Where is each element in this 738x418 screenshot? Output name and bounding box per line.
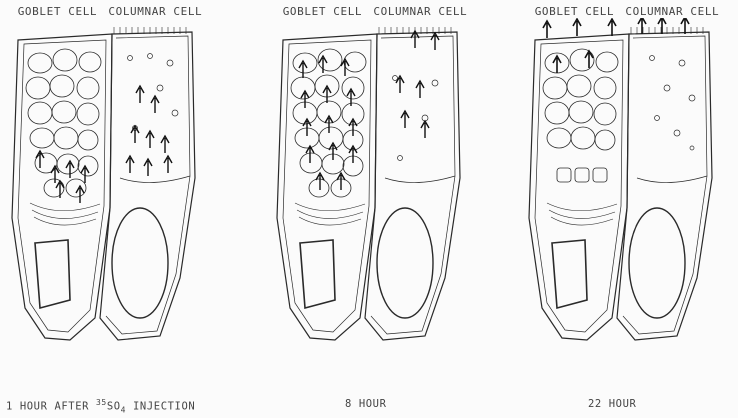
- cell-illustration-1: [0, 18, 220, 348]
- mucous-granules: [26, 49, 101, 197]
- panel-8-hour: GOBLET CELL COLUMNAR CELL: [265, 0, 485, 418]
- columnar-nucleus: [112, 208, 168, 318]
- goblet-nucleus: [300, 240, 335, 308]
- panel-3-titles: GOBLET CELL COLUMNAR CELL: [517, 5, 737, 18]
- columnar-nucleus: [377, 208, 433, 318]
- mucous-granules: [543, 49, 618, 182]
- caption-22-hour: 22 HOUR: [588, 398, 738, 410]
- goblet-cell-label: GOBLET CELL: [535, 5, 614, 18]
- panel-1-hour: GOBLET CELL COLUMNAR CELL: [0, 0, 220, 418]
- goblet-nucleus: [35, 240, 70, 308]
- tracer-arrows: [543, 18, 689, 73]
- goblet-cell-outline: [277, 34, 377, 340]
- isotope-mass: 35: [96, 398, 107, 407]
- cell-illustration-3: [517, 18, 737, 348]
- columnar-nucleus: [629, 208, 685, 318]
- panel-1-titles: GOBLET CELL COLUMNAR CELL: [0, 5, 220, 18]
- goblet-cell-label: GOBLET CELL: [18, 5, 97, 18]
- columnar-cell-outline: [617, 32, 712, 340]
- goblet-cell-outline: [12, 34, 112, 340]
- columnar-cell-label: COLUMNAR CELL: [373, 5, 467, 18]
- goblet-cell-label: GOBLET CELL: [283, 5, 362, 18]
- panel-22-hour: GOBLET CELL COLUMNAR CELL: [517, 0, 737, 418]
- columnar-cell-outline: [100, 32, 195, 340]
- columnar-cell-label: COLUMNAR CELL: [625, 5, 719, 18]
- tracer-arrows: [299, 31, 439, 190]
- cell-illustration-2: [265, 18, 485, 348]
- columnar-cell-outline: [365, 32, 460, 340]
- panel-2-titles: GOBLET CELL COLUMNAR CELL: [265, 5, 485, 18]
- goblet-nucleus: [552, 240, 587, 308]
- columnar-cell-label: COLUMNAR CELL: [108, 5, 202, 18]
- goblet-cell-outline: [529, 34, 629, 340]
- isotope-symbol: SO: [107, 401, 121, 413]
